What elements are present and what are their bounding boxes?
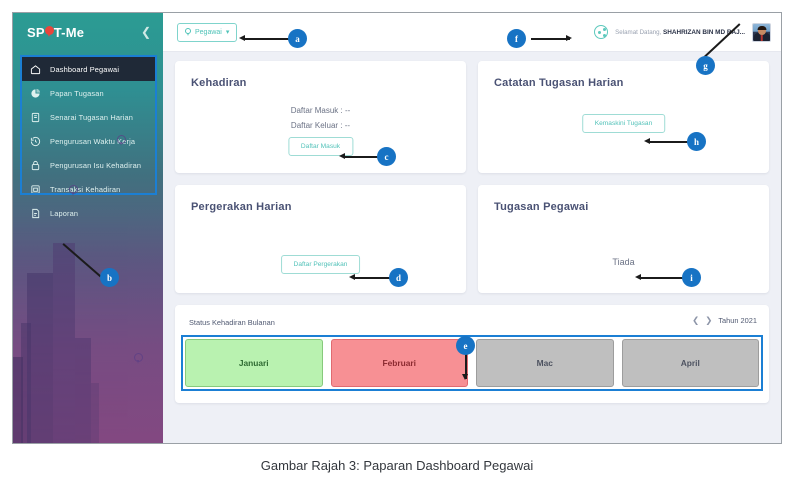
- tugasan-pegawai-value: Tiada: [612, 257, 635, 267]
- sidebar-item-pengurusan-isu-kehadiran[interactable]: Pengurusan Isu Kehadiran: [21, 153, 155, 177]
- sidebar-item-dashboard-pegawai[interactable]: Dashboard Pegawai: [21, 57, 155, 81]
- monthly-status-months[interactable]: Januari Februari Mac April: [185, 339, 759, 387]
- sidebar-item-label: Dashboard Pegawai: [50, 64, 120, 74]
- annotation-b: b: [100, 268, 119, 287]
- sidebar-item-transaksi-kehadiran[interactable]: Transaksi Kehadiran: [21, 177, 155, 201]
- sidebar-item-label: Papan Tugasan: [50, 88, 104, 98]
- year-navigation[interactable]: ❮ ❯ Tahun 2021: [692, 316, 757, 325]
- document-icon: [29, 111, 42, 124]
- map-pin-icon: [117, 135, 126, 147]
- greeting-text: Selamat Datang, SHAHRIZAN BIN MD RAJ...: [615, 29, 745, 36]
- sidebar: SP T-Me ❮ Dashboard Pegawai Papan Tugasa…: [13, 13, 163, 443]
- figure-caption: Gambar Rajah 3: Paparan Dashboard Pegawa…: [260, 458, 534, 473]
- annotation-g: g: [696, 56, 715, 75]
- annotation-arrow-c: [345, 156, 378, 158]
- sidebar-skyline-image: [13, 213, 163, 443]
- annotation-arrow-d: [355, 277, 390, 279]
- sidebar-item-label: Transaksi Kehadiran: [50, 184, 121, 194]
- daftar-masuk-button[interactable]: Daftar Masuk: [287, 137, 354, 156]
- share-icon[interactable]: [594, 25, 609, 39]
- card-row-top: Kehadiran Daftar Masuk : -- Daftar Kelua…: [175, 61, 769, 173]
- annotation-arrow-head-d: [349, 274, 355, 280]
- report-icon: [29, 207, 42, 220]
- chevron-left-icon[interactable]: ❮: [140, 25, 151, 39]
- sidebar-item-laporan[interactable]: Laporan: [21, 201, 155, 225]
- app-logo[interactable]: SP T-Me ❮: [13, 13, 163, 51]
- annotation-arrow-head-f: [566, 35, 572, 41]
- month-card-mac[interactable]: Mac: [476, 339, 614, 387]
- annotation-e: e: [456, 336, 475, 355]
- map-pin-icon: [69, 185, 78, 197]
- top-bar: Pegawai ▾ Selamat Datang, SHAHRIZAN BIN …: [163, 13, 781, 52]
- lock-icon: [29, 159, 42, 172]
- sidebar-item-label: Pengurusan Isu Kehadiran: [50, 160, 142, 170]
- daftar-keluar-value: Daftar Keluar : --: [290, 121, 351, 130]
- card-title: Pergerakan Harian: [191, 201, 292, 213]
- chevron-left-icon[interactable]: ❮: [692, 315, 700, 326]
- daftar-masuk-value: Daftar Masuk : --: [290, 106, 351, 115]
- map-pin-icon: [185, 27, 191, 37]
- map-pin-icon: [134, 353, 143, 365]
- card-row-bottom: Pergerakan Harian Daftar Pergerakan Tuga…: [175, 185, 769, 293]
- annotation-arrow-head-a: [239, 35, 245, 41]
- sidebar-item-senarai-tugasan-harian[interactable]: Senarai Tugasan Harian: [21, 105, 155, 129]
- annotation-i: i: [682, 268, 701, 287]
- annotation-arrow-a: [245, 38, 289, 40]
- annotation-f: f: [507, 29, 526, 48]
- annotation-arrow-f: [531, 38, 570, 40]
- annotation-arrow-head-e: [462, 374, 468, 380]
- annotation-arrow-e: [465, 354, 467, 379]
- annotation-arrow-head-i: [635, 274, 641, 280]
- logo-text-post: T-Me: [53, 24, 85, 40]
- annotation-h: h: [687, 132, 706, 151]
- annotation-arrow-i: [641, 277, 683, 279]
- annotation-c: c: [377, 147, 396, 166]
- top-bar-right: Selamat Datang, SHAHRIZAN BIN MD RAJ...: [594, 22, 771, 42]
- sidebar-item-label: Pengurusan Waktu Kerja: [50, 136, 136, 146]
- year-label: Tahun 2021: [718, 316, 757, 325]
- user-name: SHAHRIZAN BIN MD RAJ...: [662, 28, 745, 36]
- greeting-prefix: Selamat Datang,: [615, 28, 662, 36]
- user-avatar[interactable]: [752, 22, 771, 42]
- sidebar-item-label: Senarai Tugasan Harian: [50, 112, 134, 122]
- daftar-pergerakan-button[interactable]: Daftar Pergerakan: [280, 255, 361, 274]
- logo-text-pre: SP: [27, 24, 45, 40]
- chevron-right-icon[interactable]: ❯: [705, 315, 713, 326]
- annotation-arrow-head-c: [339, 153, 345, 159]
- monthly-status-title: Status Kehadiran Bulanan: [189, 318, 275, 327]
- chevron-down-icon: ▾: [225, 29, 230, 36]
- chart-pie-icon: [29, 87, 42, 100]
- tugasan-pegawai-card: Tugasan Pegawai Tiada: [478, 185, 769, 293]
- home-icon: [29, 63, 42, 76]
- map-pin-icon: [44, 26, 54, 38]
- calendar-icon: [29, 183, 42, 196]
- kehadiran-card: Kehadiran Daftar Masuk : -- Daftar Kelua…: [175, 61, 466, 173]
- screenshot-frame: SP T-Me ❮ Dashboard Pegawai Papan Tugasa…: [12, 12, 782, 444]
- annotation-a: a: [288, 29, 307, 48]
- pergerakan-harian-card: Pergerakan Harian Daftar Pergerakan: [175, 185, 466, 293]
- main-area: Pegawai ▾ Selamat Datang, SHAHRIZAN BIN …: [163, 13, 781, 443]
- sidebar-item-pengurusan-waktu-kerja[interactable]: Pengurusan Waktu Kerja: [21, 129, 155, 153]
- kemaskini-tugasan-button[interactable]: Kemaskini Tugasan: [581, 114, 666, 133]
- sidebar-item-label: Laporan: [50, 208, 79, 218]
- sidebar-menu[interactable]: Dashboard Pegawai Papan Tugasan Senarai …: [21, 57, 155, 225]
- month-card-april[interactable]: April: [621, 339, 759, 387]
- annotation-arrow-h: [650, 141, 688, 143]
- annotation-d: d: [389, 268, 408, 287]
- pegawai-scope-label: Pegawai: [195, 28, 222, 36]
- dashboard-content: Kehadiran Daftar Masuk : -- Daftar Kelua…: [163, 51, 781, 443]
- pegawai-scope-button[interactable]: Pegawai ▾: [177, 22, 238, 42]
- annotation-arrow-head-h: [644, 138, 650, 144]
- monthly-status-card: Status Kehadiran Bulanan ❮ ❯ Tahun 2021 …: [175, 305, 769, 403]
- catatan-tugasan-harian-card: Catatan Tugasan Harian Kemaskini Tugasan: [478, 61, 769, 173]
- card-title: Catatan Tugasan Harian: [494, 77, 624, 89]
- card-title: Tugasan Pegawai: [494, 201, 589, 213]
- sidebar-item-papan-tugasan[interactable]: Papan Tugasan: [21, 81, 155, 105]
- history-icon: [29, 135, 42, 148]
- month-card-januari[interactable]: Januari: [185, 339, 323, 387]
- month-card-februari[interactable]: Februari: [330, 339, 468, 387]
- page-title: Kehadiran: [191, 77, 247, 89]
